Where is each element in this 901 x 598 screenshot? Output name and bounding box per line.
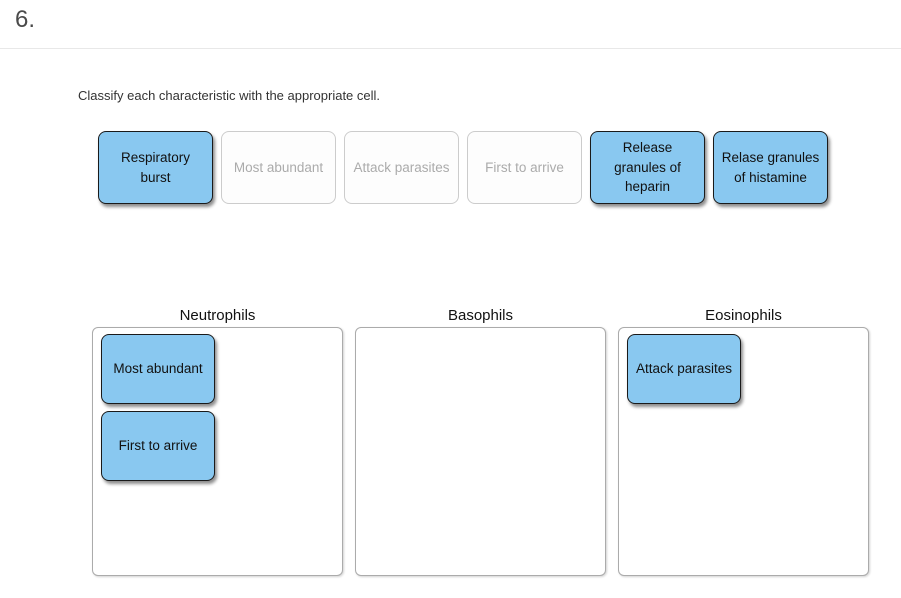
bank-chip-respiratory-burst[interactable]: Respiratory burst [98,131,213,204]
bank-chip-relase-granules-of-histamine[interactable]: Relase granules of histamine [713,131,828,204]
chip-bank: Respiratory burst Most abundant Attack p… [98,131,828,204]
question-number: 6. [15,6,36,33]
bank-chip-first-to-arrive: First to arrive [467,131,582,204]
bin-label-eosinophils: Eosinophils [705,307,782,324]
bin-dropzone-eosinophils[interactable]: Attack parasites [618,327,869,576]
header-divider [0,48,901,49]
placed-chip-first-to-arrive[interactable]: First to arrive [101,411,215,481]
bin-eosinophils: Eosinophils Attack parasites [618,307,869,576]
bin-basophils: Basophils [355,307,606,576]
bin-label-basophils: Basophils [447,307,514,324]
bin-dropzone-basophils[interactable] [355,327,606,576]
instruction-text: Classify each characteristic with the ap… [78,88,381,103]
placed-chip-most-abundant[interactable]: Most abundant [101,334,215,404]
bank-chip-most-abundant: Most abundant [221,131,336,204]
placed-chip-attack-parasites[interactable]: Attack parasites [627,334,741,404]
bin-dropzone-neutrophils[interactable]: Most abundant First to arrive [92,327,343,576]
bin-label-neutrophils: Neutrophils [179,307,256,324]
bank-chip-attack-parasites: Attack parasites [344,131,459,204]
bin-neutrophils: Neutrophils Most abundant First to arriv… [92,307,343,576]
bins-row: Neutrophils Most abundant First to arriv… [92,307,869,576]
bank-chip-release-granules-of-heparin[interactable]: Release granules of heparin [590,131,705,204]
